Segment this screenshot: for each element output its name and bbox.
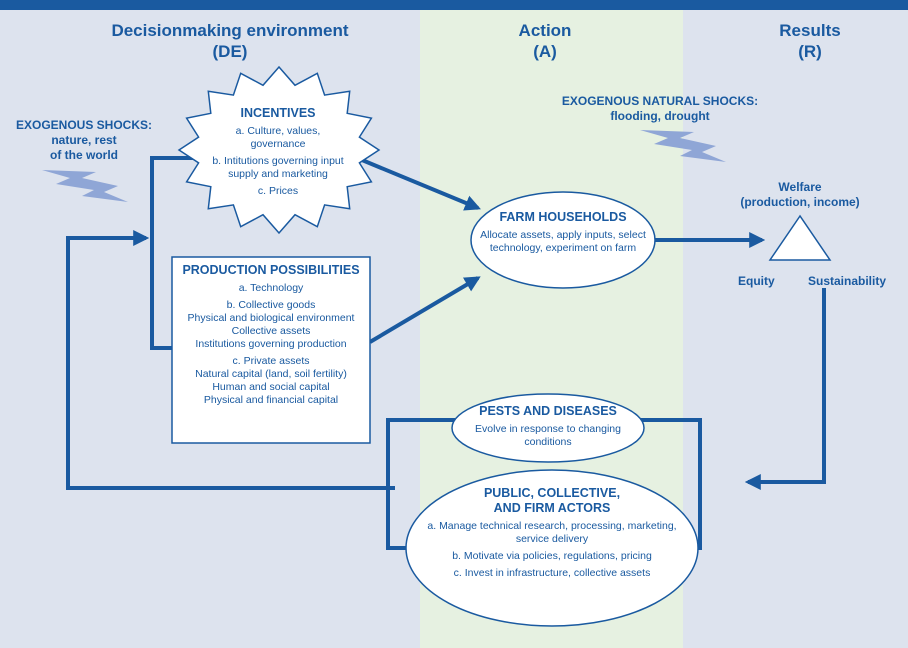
- production-a: a. Technology: [238, 282, 304, 294]
- incentives-to-farm-arrow: [361, 158, 481, 211]
- production-c2: Natural capital (land, soil fertility): [195, 368, 347, 380]
- production-b3: Collective assets: [231, 325, 311, 337]
- results-panel: [683, 10, 908, 648]
- left-shock-line1: EXOGENOUS SHOCKS:: [15, 118, 153, 132]
- pests-line1: Evolve in response to changing: [475, 423, 621, 435]
- farm-line2: technology, experiment on farm: [489, 242, 637, 254]
- actors-title2: AND FIRM ACTORS: [493, 501, 611, 515]
- farm-title: FARM HOUSEHOLDS: [499, 210, 627, 224]
- production-c1: c. Private assets: [232, 355, 310, 367]
- equity-label: Equity: [738, 274, 775, 288]
- production-b4: Institutions governing production: [195, 338, 347, 350]
- right-shock-line2: flooding, drought: [610, 109, 710, 123]
- production-b1: b. Collective goods: [226, 299, 316, 311]
- welfare-triangle: [768, 214, 832, 261]
- left-shock-bolt-icon: [42, 170, 128, 202]
- right-shock-line1: EXOGENOUS NATURAL SHOCKS:: [561, 94, 759, 108]
- actors-title1: PUBLIC, COLLECTIVE,: [483, 486, 621, 500]
- production-title: PRODUCTION POSSIBILITIES: [182, 263, 360, 277]
- incentives-a-line2: governance: [250, 138, 306, 150]
- pests-title: PESTS AND DISEASES: [479, 404, 617, 418]
- right-shock-bolt-icon: [640, 130, 726, 162]
- welfare-to-actors-arrow: [744, 288, 826, 490]
- pests-node: PESTS AND DISEASES Evolve in response to…: [454, 404, 642, 449]
- column-header-de: Decisionmaking environment (DE): [100, 20, 360, 62]
- actors-b: b. Motivate via policies, regulations, p…: [452, 550, 652, 562]
- column-header-a: Action (A): [470, 20, 620, 62]
- production-b2: Physical and biological environment: [187, 312, 355, 324]
- top-bar: [0, 0, 908, 10]
- right-shock-label: EXOGENOUS NATURAL SHOCKS: flooding, drou…: [550, 94, 770, 124]
- column-code-de: (DE): [212, 42, 248, 61]
- welfare-line1: Welfare: [778, 180, 822, 194]
- incentives-c: c. Prices: [257, 185, 299, 197]
- incentives-b-line2: supply and marketing: [228, 168, 328, 180]
- pests-line2: conditions: [524, 436, 572, 448]
- production-box: [171, 256, 371, 444]
- column-title-r: Results: [779, 21, 841, 40]
- actors-node: PUBLIC, COLLECTIVE, AND FIRM ACTORS a. M…: [408, 486, 696, 580]
- left-shock-line3: of the world: [50, 148, 118, 162]
- production-c3: Human and social capital: [212, 381, 330, 393]
- production-node: PRODUCTION POSSIBILITIES a. Technology b…: [172, 263, 370, 407]
- sustainability-label: Sustainability: [808, 274, 887, 288]
- incentives-node: INCENTIVES a. Culture, values, governanc…: [188, 106, 368, 198]
- incentives-starburst: [177, 65, 381, 235]
- farm-ellipse: [470, 191, 656, 289]
- actors-a-line2: service delivery: [515, 533, 589, 545]
- incentives-b-line1: b. Intitutions governing input: [212, 155, 344, 167]
- actors-c: c. Invest in infrastructure, collective …: [453, 567, 651, 579]
- left-shock-line2: nature, rest: [51, 133, 117, 147]
- welfare-line2: (production, income): [740, 195, 860, 209]
- column-header-r: Results (R): [750, 20, 870, 62]
- pests-ellipse: [451, 393, 645, 463]
- column-code-a: (A): [533, 42, 557, 61]
- incentives-title: INCENTIVES: [240, 106, 316, 120]
- de-bracket-line: [150, 156, 200, 350]
- column-title-de: Decisionmaking environment: [111, 21, 349, 40]
- left-shock-label: EXOGENOUS SHOCKS: nature, rest of the wo…: [14, 118, 154, 163]
- actors-a-line1: a. Manage technical research, processing…: [427, 520, 677, 532]
- actors-ellipse: [405, 469, 699, 627]
- pests-loop-left: [386, 418, 455, 550]
- welfare-label: Welfare (production, income): [730, 180, 870, 210]
- production-to-farm-arrow: [368, 276, 481, 344]
- production-c4: Physical and financial capital: [203, 394, 339, 406]
- column-code-r: (R): [798, 42, 822, 61]
- column-title-a: Action: [518, 21, 572, 40]
- farm-line1: Allocate assets, apply inputs, select: [480, 229, 646, 241]
- farm-node: FARM HOUSEHOLDS Allocate assets, apply i…: [471, 210, 655, 255]
- incentives-a-line1: a. Culture, values,: [235, 125, 321, 137]
- feedback-loop-arrow: [66, 230, 395, 490]
